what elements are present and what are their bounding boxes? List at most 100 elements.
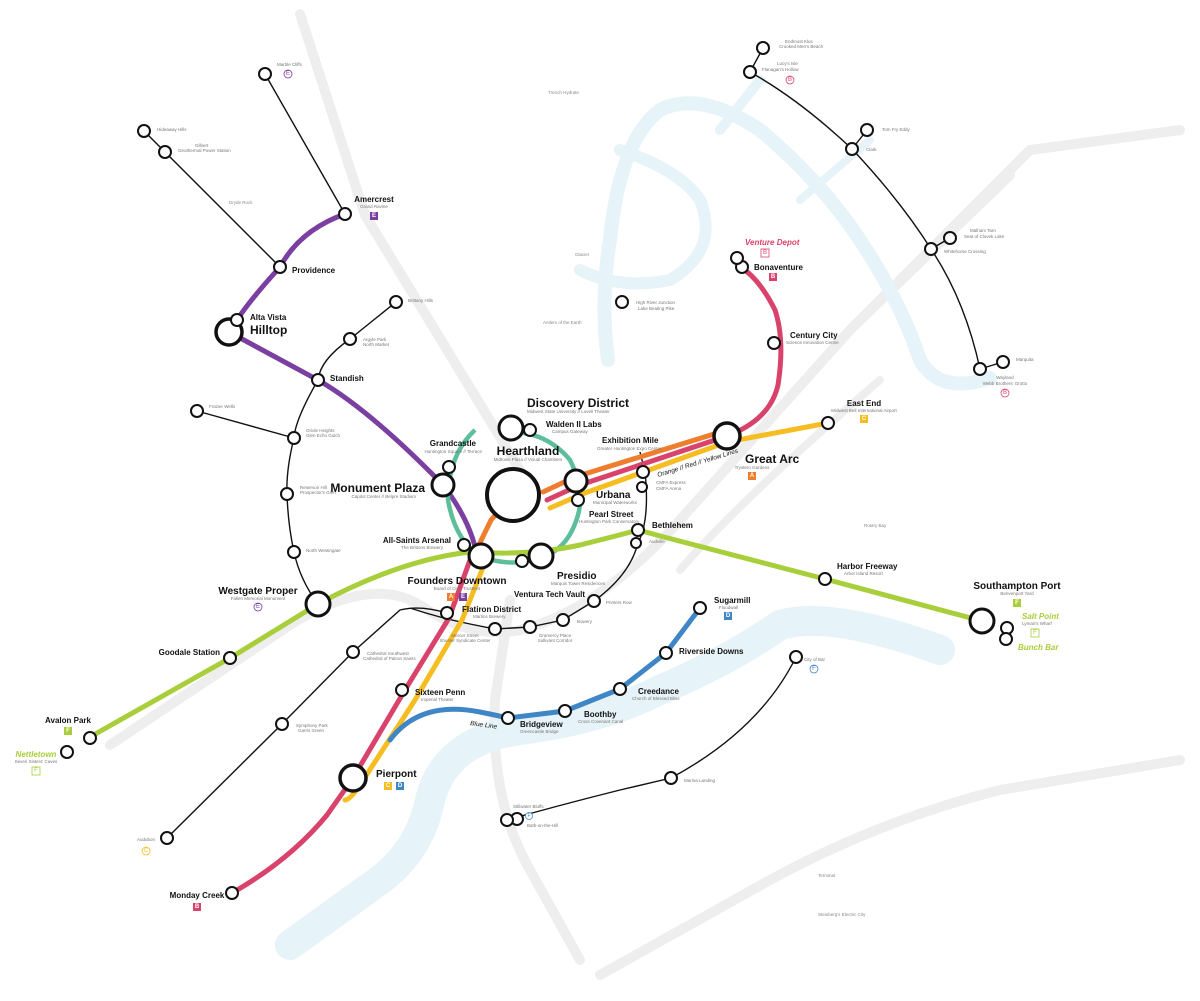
station-whitehorse[interactable]	[924, 242, 938, 256]
station-greatarc[interactable]	[712, 421, 742, 451]
station-founders[interactable]	[467, 542, 495, 570]
station-monument[interactable]	[430, 472, 456, 498]
station-flatiron[interactable]	[440, 606, 454, 620]
label-sixteenpenn: Sixteen Penn	[415, 688, 465, 697]
label-southampton: Southampton Port	[973, 581, 1061, 592]
badge-mondaycreek: B	[193, 903, 201, 911]
station-creedance[interactable]	[613, 682, 627, 696]
station-audubon[interactable]	[160, 831, 174, 845]
station-discovery[interactable]	[497, 414, 525, 442]
station-standish[interactable]	[311, 373, 325, 387]
minor-marbleclifs: Marble Cliffs	[277, 62, 303, 67]
label-bonaventure: Bonaventure	[754, 263, 803, 272]
minor-malham-sub: Seat of Clovek Lake	[964, 234, 1005, 239]
badge-wayland: B	[1000, 388, 1010, 398]
station-cityofbar[interactable]	[789, 650, 803, 664]
station-walden[interactable]	[523, 423, 537, 437]
station-nettletown[interactable]	[60, 745, 74, 759]
station-cmfa[interactable]	[636, 481, 648, 493]
minor-gilbert-sub: Geothermal Power Station	[178, 148, 231, 153]
station-pearl[interactable]	[571, 493, 585, 507]
station-tomfry[interactable]	[860, 123, 874, 137]
station-allsaints[interactable]	[457, 538, 471, 552]
station-reservoir[interactable]	[280, 487, 294, 501]
station-clark[interactable]	[845, 142, 859, 156]
station-audville[interactable]	[630, 537, 642, 549]
station-amercrest[interactable]	[338, 207, 352, 221]
svg-text:F: F	[812, 666, 816, 672]
place-rotarybay: Rotary Bay	[864, 523, 887, 528]
station-providence[interactable]	[273, 260, 287, 274]
station-venturedepot[interactable]	[730, 251, 744, 265]
station-sugarmill[interactable]	[693, 601, 707, 615]
station-endmost[interactable]	[756, 41, 770, 55]
minor-gilbert: Gilbert	[195, 143, 209, 148]
station-exhibition[interactable]	[636, 465, 650, 479]
station-cathedral[interactable]	[346, 645, 360, 659]
svg-text:B: B	[763, 250, 767, 256]
station-marinalanding[interactable]	[664, 771, 678, 785]
label-bunchbar: Bunch Bar	[1018, 643, 1059, 652]
label-venturedepot: Venture Depot	[745, 238, 800, 247]
station-malham[interactable]	[943, 231, 957, 245]
station-presidio[interactable]	[527, 542, 555, 570]
station-gramercy[interactable]	[523, 620, 537, 634]
station-presidio-west[interactable]	[515, 554, 529, 568]
station-brittanyhills[interactable]	[389, 295, 403, 309]
station-harbor[interactable]	[818, 572, 832, 586]
station-grandcastle[interactable]	[442, 460, 456, 474]
station-bunchbar[interactable]	[999, 632, 1013, 646]
station-pierpont[interactable]	[338, 763, 368, 793]
sub-exhibition: Greater Huntington Expo Center	[597, 446, 662, 451]
badge-saltpoint: F	[1030, 628, 1040, 638]
station-riverside[interactable]	[659, 646, 673, 660]
station-symphony[interactable]	[275, 717, 289, 731]
station-boothby[interactable]	[558, 704, 572, 718]
creek-north	[715, 75, 765, 135]
badge-eastend: C	[860, 415, 868, 423]
station-bethlehem[interactable]	[631, 523, 645, 537]
minor-labels: Marble Cliffs Hideaway Hills Gilbert Geo…	[137, 39, 1034, 842]
station-centurycity[interactable]	[767, 336, 781, 350]
svg-text:B: B	[788, 77, 792, 83]
station-sixteenpenn[interactable]	[395, 683, 409, 697]
station-mercer[interactable]	[488, 622, 502, 636]
badge-venturedepot: B	[760, 248, 770, 258]
station-northwest[interactable]	[287, 545, 301, 559]
station-hideaway[interactable]	[137, 124, 151, 138]
sub-centurycity: Science Innovation Centre	[786, 340, 839, 345]
station-urbana[interactable]	[563, 468, 589, 494]
svg-text:A: A	[750, 473, 755, 479]
station-avalon[interactable]	[83, 731, 97, 745]
station-marquita[interactable]	[996, 355, 1010, 369]
station-bathonthehill[interactable]	[500, 813, 514, 827]
station-westgate[interactable]	[304, 590, 332, 618]
station-bowery[interactable]	[556, 613, 570, 627]
station-bridgeview[interactable]	[501, 711, 515, 725]
minor-tomfry: Tom Fry Eddy	[882, 127, 911, 132]
minor-lucys: Lucy's Isle	[777, 61, 798, 66]
station-argyle[interactable]	[343, 332, 357, 346]
station-lucys[interactable]	[743, 65, 757, 79]
minor-oriole-sub: Glen Echo Gulch	[306, 433, 341, 438]
station-printers[interactable]	[587, 594, 601, 608]
station-goodale[interactable]	[223, 651, 237, 665]
station-marbleclifs[interactable]	[258, 67, 272, 81]
station-southampton[interactable]	[968, 607, 996, 635]
station-altavista[interactable]	[230, 313, 244, 327]
station-hearthland[interactable]	[485, 467, 541, 523]
station-highriver[interactable]	[615, 295, 629, 309]
place-glacier: Glacier	[575, 252, 590, 257]
station-oriole[interactable]	[287, 431, 301, 445]
station-fraserwells[interactable]	[190, 404, 204, 418]
station-wayland[interactable]	[973, 362, 987, 376]
label-exhibition: Exhibition Mile	[602, 436, 659, 445]
label-boothby: Boothby	[584, 710, 617, 719]
station-labels: Hearthland Midtown Plaza // Visual Chamb…	[15, 195, 1062, 900]
sub-sixteenpenn: Imperial Theater	[421, 697, 454, 702]
station-gilbert[interactable]	[158, 145, 172, 159]
label-nettletown: Nettletown	[16, 750, 57, 759]
station-mondaycreek[interactable]	[225, 886, 239, 900]
minor-argyle: Argyle Park	[363, 337, 387, 342]
station-eastend[interactable]	[821, 416, 835, 430]
